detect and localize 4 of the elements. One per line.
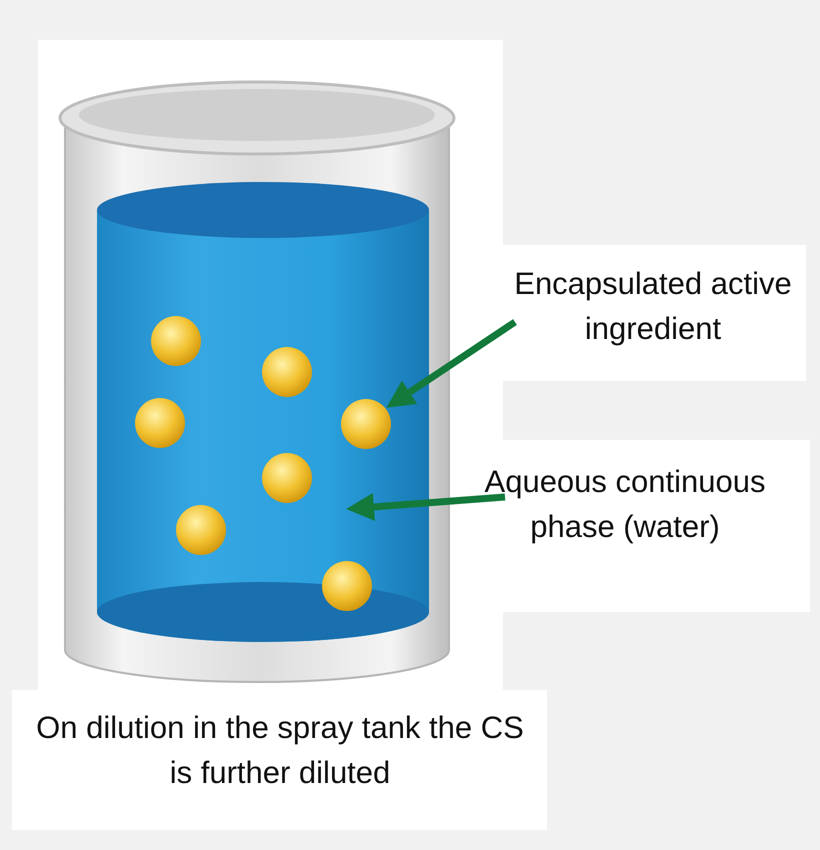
capsule-particle [341, 399, 391, 449]
leader-arrow [346, 492, 506, 521]
caption: On dilution in the spray tank the CS is further diluted [35, 709, 525, 792]
leader-arrow [386, 319, 517, 408]
